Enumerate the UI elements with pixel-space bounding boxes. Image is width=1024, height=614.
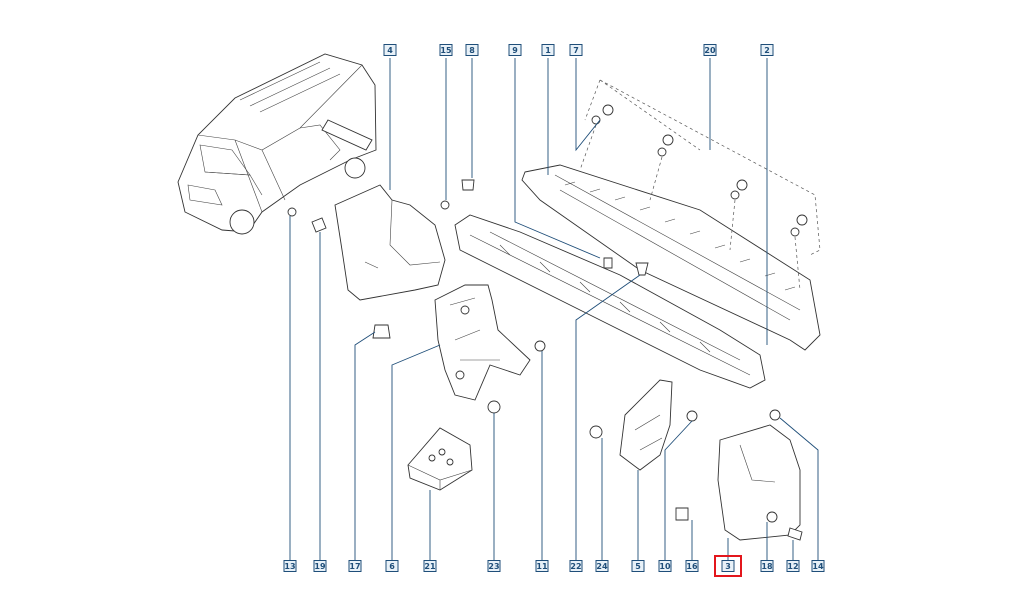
callout-label: 2 [764,46,770,55]
callout-label: 10 [659,562,671,571]
callout-box [487,560,501,572]
callout-11[interactable]: 11 [535,560,549,572]
callout-21[interactable]: 21 [423,560,437,572]
callout-label: 18 [761,562,773,571]
callout-22[interactable]: 22 [569,560,583,572]
leader-lines [289,58,819,562]
callout-13[interactable]: 13 [283,560,297,572]
callout-box [721,560,735,572]
callout-6[interactable]: 6 [385,560,399,572]
callout-5[interactable]: 5 [631,560,645,572]
callout-box [595,560,609,572]
callout-7[interactable]: 7 [569,44,583,56]
callout-box [569,560,583,572]
bottom-callout-row: 13 19 17 6 21 23 11 22 24 5 10 16 3 18 12 14 [283,555,825,577]
callout-box [811,560,825,572]
clip-set-outline [579,79,821,291]
callout-label: 20 [704,46,716,55]
callout-3[interactable]: 3 [714,555,742,577]
callout-label: 7 [573,46,579,55]
callout-label: 8 [469,46,475,55]
callout-label: 6 [389,562,395,571]
bracket-5 [619,379,673,471]
left-corner-cover [334,184,446,301]
callout-1[interactable]: 1 [541,44,555,56]
callout-2[interactable]: 2 [760,44,774,56]
callout-box [541,44,555,56]
callout-box [423,560,437,572]
callout-18[interactable]: 18 [760,560,774,572]
callout-box [439,44,453,56]
callout-16[interactable]: 16 [685,560,699,572]
reinforcement-beam [454,214,766,389]
callout-label: 17 [349,562,360,571]
callout-24[interactable]: 24 [595,560,609,572]
callout-label: 23 [488,562,499,571]
callout-label: 13 [284,562,295,571]
callout-box [760,560,774,572]
callout-box [658,560,672,572]
callout-8[interactable]: 8 [465,44,479,56]
callout-15[interactable]: 15 [439,44,453,56]
callout-box [760,44,774,56]
callout-17[interactable]: 17 [348,560,362,572]
callout-label: 9 [512,46,518,55]
callout-box [569,44,583,56]
callout-box [685,560,699,572]
callout-label: 5 [635,562,641,571]
callout-14[interactable]: 14 [811,560,825,572]
callout-box [383,44,397,56]
callout-10[interactable]: 10 [658,560,672,572]
callout-box [283,560,297,572]
callout-box [786,560,800,572]
highlight-frame [714,555,742,577]
top-callout-row: 4 15 8 9 1 7 20 2 [383,44,774,56]
callout-box [385,560,399,572]
callout-label: 15 [440,46,452,55]
callout-box [313,560,327,572]
callout-label: 21 [424,562,436,571]
fastener-kit-box [407,427,473,491]
callout-label: 11 [536,562,548,571]
callout-label: 1 [545,46,551,55]
callout-box [631,560,645,572]
rear-step [521,164,821,351]
callout-box [508,44,522,56]
callout-label: 3 [725,562,731,571]
van-illustration [177,53,377,235]
bracket-6 [434,284,531,401]
callout-label: 24 [596,562,608,571]
callout-23[interactable]: 23 [487,560,501,572]
callout-label: 22 [570,562,581,571]
callout-19[interactable]: 19 [313,560,327,572]
callout-box [348,560,362,572]
callout-label: 12 [787,562,798,571]
callout-box [535,560,549,572]
callout-label: 19 [314,562,326,571]
callout-label: 16 [686,562,698,571]
fasteners [287,179,803,541]
callout-box [703,44,717,56]
callout-box [465,44,479,56]
callout-12[interactable]: 12 [786,560,800,572]
callout-label: 14 [812,562,824,571]
callout-label: 4 [387,46,393,55]
right-corner-cover [717,424,801,541]
callout-4[interactable]: 4 [383,44,397,56]
callout-20[interactable]: 20 [703,44,717,56]
callout-9[interactable]: 9 [508,44,522,56]
